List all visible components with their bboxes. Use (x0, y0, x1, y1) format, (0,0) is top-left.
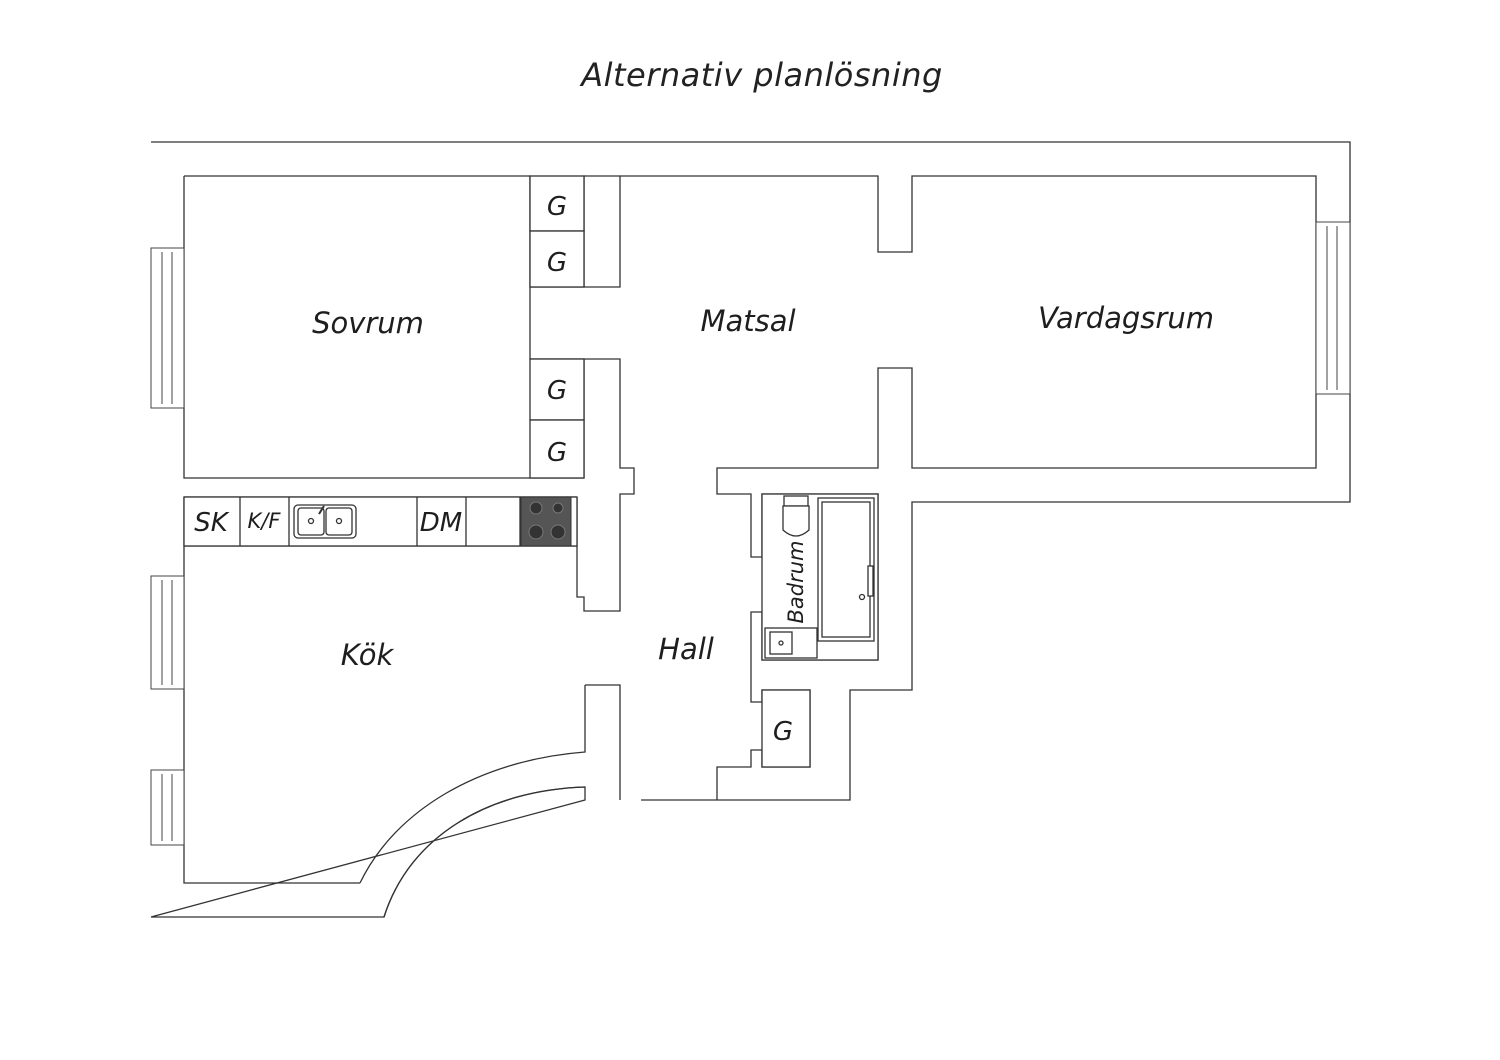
plan-title: Alternativ planlösning (581, 56, 943, 94)
wardrobe-label-4: G (547, 438, 567, 468)
bathtub-icon (817, 497, 875, 642)
wardrobe-label-5: G (773, 717, 793, 747)
room-label-vardagsrum: Vardagsrum (1038, 301, 1214, 335)
window-left-1 (150, 247, 185, 409)
cabinet-label: SK (194, 508, 230, 538)
room-label-kok: Kök (341, 638, 395, 672)
dishwasher-label: DM (420, 508, 462, 538)
dining-wall (620, 175, 1317, 800)
hall-closet (761, 689, 811, 768)
wardrobe-3 (529, 358, 585, 421)
room-label-matsal: Matsal (700, 304, 795, 338)
window-left-3 (150, 769, 185, 846)
window-right-1 (1315, 221, 1351, 395)
wardrobe-4 (529, 419, 585, 479)
washbasin-icon (764, 627, 818, 659)
wardrobe-label-2: G (547, 248, 567, 278)
room-label-badrum: Badrum (784, 540, 808, 623)
window-left-2 (150, 575, 185, 690)
wardrobe-1 (529, 175, 585, 232)
stove-icon (520, 496, 572, 547)
wardrobe-2 (529, 230, 585, 288)
wardrobe-label-3: G (547, 376, 567, 406)
fridge-freezer-label: K/F (248, 509, 282, 533)
kitchen-curve (359, 685, 586, 884)
curved-outer-wall (383, 786, 586, 918)
sink-icon (293, 504, 357, 539)
toilet-icon (782, 495, 810, 537)
wardrobe-label-1: G (547, 192, 567, 222)
room-label-hall: Hall (658, 632, 714, 666)
kitchen-counter (183, 496, 578, 547)
room-label-sovrum: Sovrum (312, 306, 424, 340)
